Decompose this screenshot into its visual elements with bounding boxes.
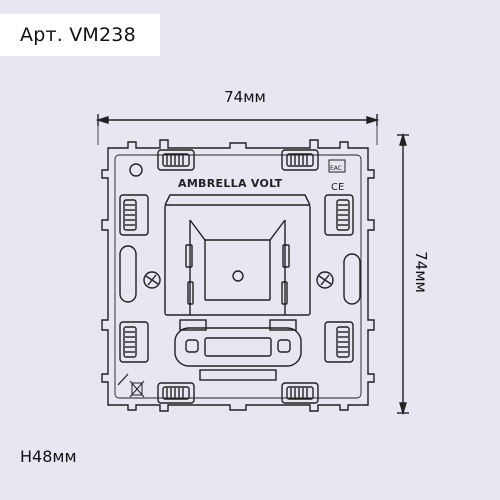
top-left-clip xyxy=(157,149,195,171)
eac-mark: EAC xyxy=(330,165,342,172)
disposal-bin-icon xyxy=(129,380,145,398)
right-mounting-slot xyxy=(343,253,361,305)
left-upper-clip xyxy=(119,194,149,236)
width-dimension-label: 74мм xyxy=(224,88,266,106)
brand-label: AMBRELLA VOLT xyxy=(178,177,283,190)
left-lower-clip xyxy=(119,321,149,363)
bottom-left-clip xyxy=(157,382,195,404)
left-screw-icon xyxy=(143,271,161,289)
left-mounting-slot xyxy=(119,245,137,303)
frame-outline xyxy=(101,139,375,412)
wire-strip-icon xyxy=(117,373,129,386)
right-screw-icon xyxy=(316,271,334,289)
right-lower-clip xyxy=(324,321,354,363)
eac-mark-icon xyxy=(328,159,346,173)
ce-mark: CE xyxy=(331,182,344,193)
central-mechanism xyxy=(164,194,311,316)
width-dimension-line xyxy=(95,114,380,145)
right-upper-clip xyxy=(324,194,354,236)
article-number: Арт. VM238 xyxy=(20,24,136,46)
ground-symbol-icon xyxy=(129,163,143,177)
height-dimension-line xyxy=(397,132,409,416)
bottom-right-clip xyxy=(281,382,319,404)
bottom-terminal xyxy=(174,319,302,381)
top-right-clip xyxy=(281,149,319,171)
article-badge: Арт. VM238 xyxy=(0,14,160,56)
depth-label: H48мм xyxy=(20,447,77,466)
